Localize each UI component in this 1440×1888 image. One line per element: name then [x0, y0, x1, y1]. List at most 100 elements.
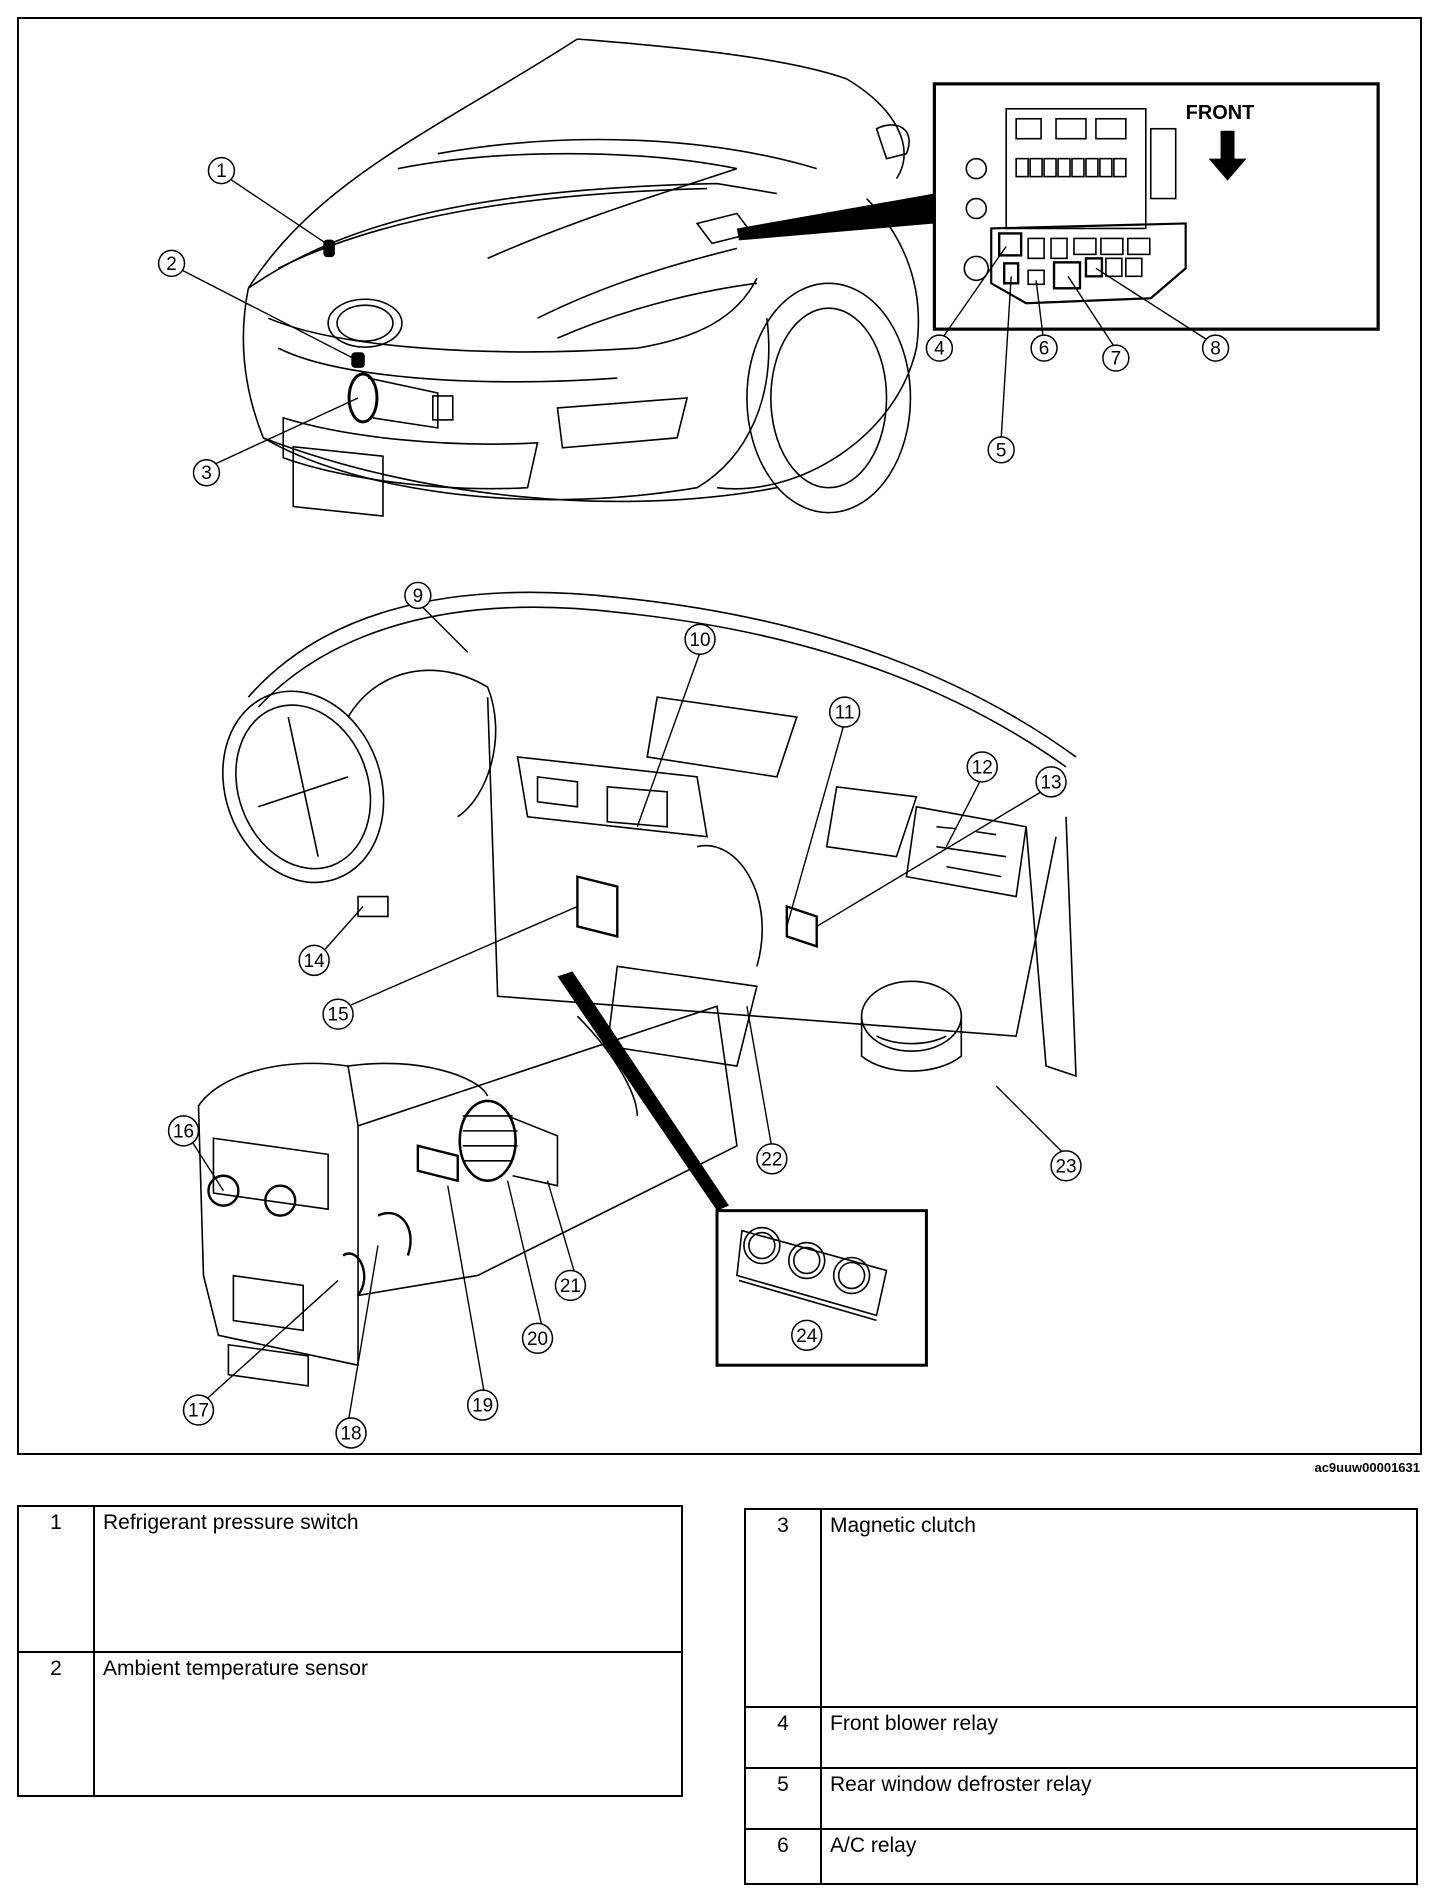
callout-number: 10 — [690, 630, 711, 651]
callout-number: 19 — [472, 1396, 493, 1417]
table-row: 4 Front blower relay — [744, 1706, 1418, 1769]
magnetic-clutch-compressor-icon — [347, 372, 454, 429]
callout-number: 4 — [934, 339, 945, 360]
callout-number: 7 — [1111, 349, 1122, 370]
callout-17: 17 — [182, 1394, 215, 1426]
callout-circle — [828, 696, 861, 728]
callout-circle — [404, 581, 432, 610]
callout-number: 20 — [527, 1329, 548, 1350]
callout-circle — [1102, 344, 1130, 372]
callout-number: 18 — [341, 1424, 362, 1445]
callout-1: 1 — [207, 156, 236, 185]
callout-8: 8 — [1201, 334, 1230, 362]
callout-number: 17 — [188, 1401, 209, 1422]
callout-12: 12 — [966, 751, 998, 783]
callout-13: 13 — [1035, 766, 1067, 798]
callout-5: 5 — [987, 436, 1015, 464]
callout-9: 9 — [404, 581, 432, 610]
callout-circle — [192, 459, 221, 487]
dashboard-illustration — [222, 591, 1077, 1116]
callout-number: 5 — [996, 440, 1007, 461]
callout-19: 19 — [466, 1389, 499, 1421]
component-location-diagram: FRONT — [17, 17, 1422, 1455]
callout-24: 24 — [791, 1319, 823, 1351]
callout-circle — [207, 156, 236, 185]
callout-2: 2 — [157, 249, 186, 278]
front-arrow-icon — [1208, 130, 1247, 181]
callout-circle — [182, 1394, 215, 1426]
legend-table-left: 1 Refrigerant pressure switch 2 Ambient … — [17, 1505, 683, 1797]
item-number: 5 — [744, 1767, 822, 1830]
callout-4: 4 — [925, 334, 954, 362]
front-direction-label: FRONT — [1186, 102, 1255, 124]
table-row: 3 Magnetic clutch — [744, 1508, 1418, 1708]
item-label: Rear window defroster relay — [820, 1767, 1418, 1830]
table-row: 6 A/C relay — [744, 1828, 1418, 1885]
callout-circle — [1030, 334, 1058, 362]
climate-control-panel-inset — [557, 971, 928, 1367]
table-row: 5 Rear window defroster relay — [744, 1767, 1418, 1830]
callout-number: 8 — [1210, 339, 1221, 360]
item-label: Magnetic clutch — [820, 1508, 1418, 1708]
item-label: A/C relay — [820, 1828, 1418, 1885]
callout-circle — [1050, 1150, 1082, 1182]
callout-15: 15 — [322, 998, 354, 1030]
callout-circle — [756, 1143, 788, 1175]
callout-number: 14 — [304, 951, 325, 972]
callout-circle — [684, 623, 716, 655]
callout-circle — [791, 1319, 823, 1351]
leader-lines — [178, 176, 1208, 1424]
item-label: Ambient temperature sensor — [93, 1651, 683, 1797]
callout-circle — [335, 1417, 367, 1449]
table-row: 1 Refrigerant pressure switch — [17, 1505, 683, 1653]
callout-number: 12 — [972, 757, 993, 778]
item-label: Front blower relay — [820, 1706, 1418, 1769]
vehicle-illustration — [242, 38, 920, 517]
callout-circle — [987, 436, 1015, 464]
callout-number: 6 — [1039, 339, 1050, 360]
callout-circle — [966, 751, 998, 783]
callout-circle — [521, 1322, 554, 1354]
callout-number: 23 — [1055, 1156, 1076, 1177]
callout-number: 9 — [413, 586, 424, 607]
callout-circle — [167, 1115, 200, 1147]
item-number: 4 — [744, 1706, 822, 1769]
relay-box-inset: FRONT — [736, 82, 1380, 331]
callout-11: 11 — [828, 696, 861, 728]
item-label: Refrigerant pressure switch — [93, 1505, 683, 1653]
image-code-label: ac9uuw00001631 — [1314, 1460, 1420, 1475]
callout-circle — [298, 944, 330, 977]
callout-circle — [1035, 766, 1067, 798]
callout-16: 16 — [167, 1115, 200, 1147]
callout-circle — [554, 1269, 587, 1302]
callout-number: 21 — [560, 1276, 581, 1297]
callout-circle — [322, 998, 354, 1030]
callout-7: 7 — [1102, 344, 1130, 372]
item-number: 2 — [17, 1651, 95, 1797]
table-row: 2 Ambient temperature sensor — [17, 1651, 683, 1797]
callout-number: 11 — [835, 703, 855, 724]
callout-circle — [925, 334, 954, 362]
legend-table-right: 3 Magnetic clutch 4 Front blower relay 5… — [744, 1508, 1418, 1885]
callout-21: 21 — [554, 1269, 587, 1302]
callout-10: 10 — [684, 623, 716, 655]
callout-number: 13 — [1041, 772, 1062, 793]
callout-number: 1 — [216, 161, 227, 182]
item-number: 3 — [744, 1508, 822, 1708]
callout-23: 23 — [1050, 1150, 1082, 1182]
part-markers-vehicle — [323, 239, 365, 368]
callout-circle — [466, 1389, 499, 1421]
item-number: 1 — [17, 1505, 95, 1653]
callout-6: 6 — [1030, 334, 1058, 362]
rear-console-illustration — [197, 1005, 738, 1387]
callout-circle — [157, 249, 186, 278]
callout-number: 2 — [166, 254, 177, 275]
callout-circle — [1201, 334, 1230, 362]
item-number: 6 — [744, 1828, 822, 1885]
callout-number: 15 — [328, 1005, 349, 1026]
callout-3: 3 — [192, 459, 221, 487]
callout-number: 16 — [173, 1121, 194, 1142]
callout-20: 20 — [521, 1322, 554, 1354]
callout-14: 14 — [298, 944, 330, 977]
